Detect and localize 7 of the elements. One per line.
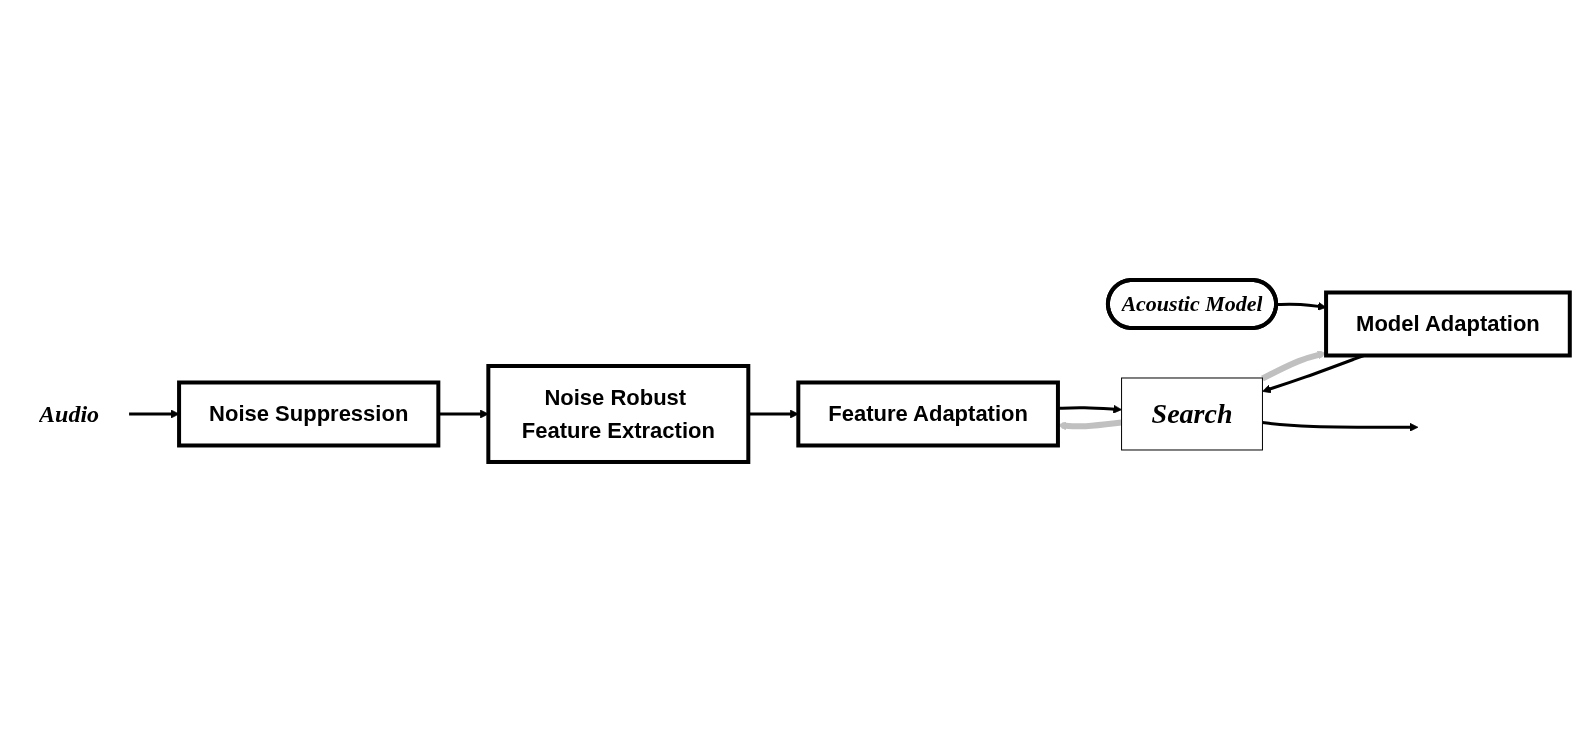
node-box: Noise Suppression xyxy=(176,380,440,447)
node-box: Model Adaptation xyxy=(1323,290,1572,357)
arrow xyxy=(1260,350,1327,381)
node-box: Noise Robust Feature Extraction xyxy=(485,363,750,464)
node-box: Feature Adaptation xyxy=(795,380,1060,447)
arrow xyxy=(1261,420,1418,432)
node-box: Search xyxy=(1120,377,1263,450)
